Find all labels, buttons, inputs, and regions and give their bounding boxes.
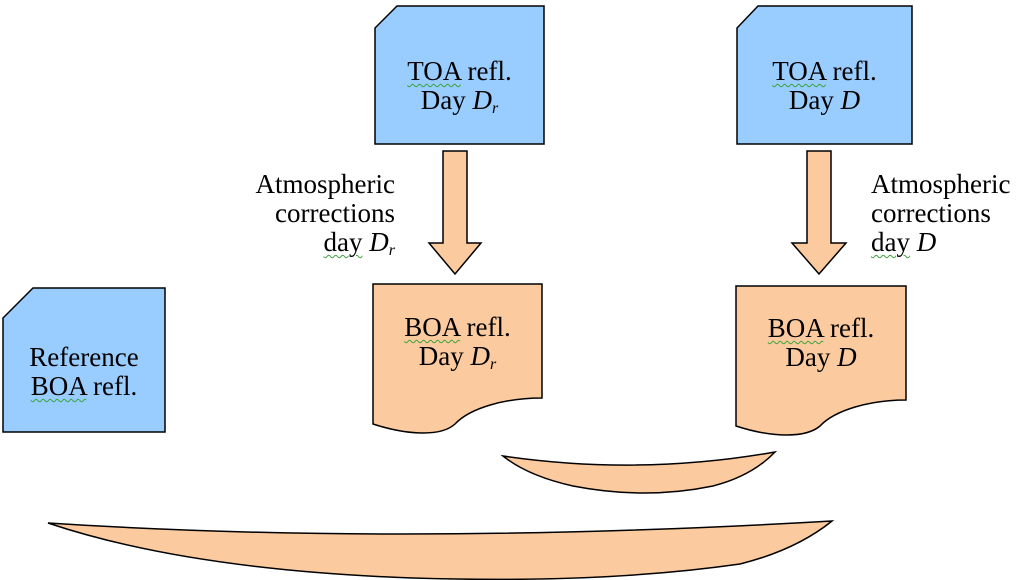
toa-ref-word: TOA [407, 56, 461, 86]
boa-day-label: BOA refl. Day D [736, 314, 906, 372]
boa-day-box [735, 285, 907, 436]
corrections-left-day-var: D [369, 227, 389, 257]
boa-ref-line1-rest: refl. [459, 312, 511, 342]
corrections-right-line2: corrections [871, 198, 991, 228]
reference-boa-word: BOA [30, 371, 87, 401]
curved-band-small [500, 450, 778, 494]
boa-day-word: BOA [767, 313, 824, 343]
reference-line2-rest: refl. [86, 371, 138, 401]
toa-day-label: TOA refl. Day D [737, 57, 912, 115]
corrections-right-day-var: D [916, 227, 937, 257]
boa-ref-day-prefix: Day [418, 341, 471, 371]
reference-box [2, 287, 166, 433]
arrow-corrections-right [790, 150, 848, 276]
corrections-left-day-sub: r [388, 242, 395, 259]
curved-band-large [47, 520, 835, 580]
corrections-left-line2: corrections [275, 198, 395, 228]
toa-ref-day-sub: r [492, 100, 499, 117]
toa-ref-box [374, 5, 545, 145]
corrections-right-label: Atmospheric corrections day D [871, 170, 1021, 257]
reference-line1: Reference [29, 342, 139, 372]
toa-day-line1-rest: refl. [825, 56, 877, 86]
toa-ref-label: TOA refl. Day Dr [375, 57, 544, 123]
corrections-right-day-word: day [871, 227, 910, 257]
boa-day-day-prefix: Day [785, 342, 838, 372]
corrections-left-line1: Atmospheric [255, 169, 395, 199]
boa-ref-box [372, 283, 543, 434]
toa-ref-line1-rest: refl. [460, 56, 512, 86]
toa-ref-day-prefix: Day [420, 85, 473, 115]
corrections-right-gap [910, 227, 917, 257]
corrections-left-day-word: day [323, 227, 363, 257]
toa-day-word: TOA [772, 56, 826, 86]
corrections-right-line1: Atmospheric [871, 169, 1011, 199]
toa-day-day-prefix: Day [788, 85, 841, 115]
boa-day-line1-rest: refl. [823, 313, 875, 343]
boa-ref-word: BOA [404, 312, 460, 342]
arrow-corrections-left [427, 150, 483, 276]
reference-label: Reference BOA refl. [3, 343, 165, 401]
toa-day-day-var: D [840, 85, 861, 115]
corrections-left-label: Atmospheric corrections day Dr [200, 170, 395, 265]
boa-day-day-var: D [837, 342, 857, 372]
toa-ref-day-var: D [472, 85, 493, 115]
boa-ref-day-var: D [470, 341, 491, 371]
toa-day-box [736, 5, 913, 145]
boa-ref-label: BOA refl. Day Dr [373, 313, 542, 379]
boa-ref-day-sub: r [490, 356, 497, 373]
